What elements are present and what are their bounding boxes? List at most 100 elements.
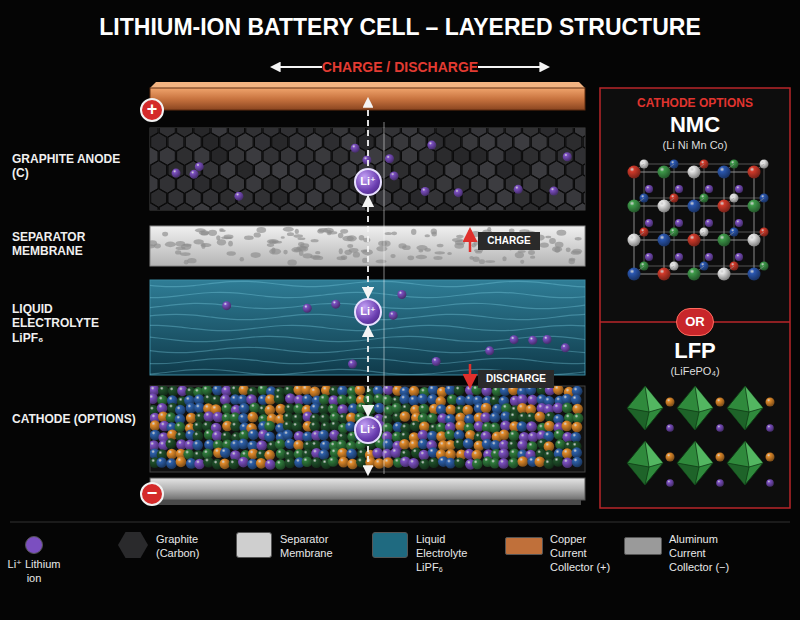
separator-pore [201,231,209,235]
separator-pore [545,236,551,239]
octahedron-facet [627,408,649,430]
lattice-atom [748,234,761,247]
guide-line [384,122,385,474]
cathode-particle [391,403,402,414]
graphite-hexagon [540,203,556,210]
octahedron-facet [745,441,763,467]
cathode-particle [239,403,250,414]
ion-label: Li⁺ [360,305,376,318]
separator-pore [361,249,368,252]
lithium-dot [528,336,537,345]
graphite-hexagon [263,203,279,210]
legend-text: Liquid Electrolyte LiPF₆ [416,533,494,574]
graphite-hexagon [211,203,227,210]
separator-pore [224,234,234,239]
lattice-bond [764,232,765,266]
lattice-bond [734,198,735,232]
separator-pore [382,240,391,246]
cathode-particle [408,458,419,469]
graphite-hexagon [453,203,469,210]
separator-pore [555,242,564,248]
separator-pore [162,232,168,237]
octahedron-facet [727,463,749,485]
lithium-dot [348,360,357,369]
separator-pore [208,230,217,236]
separator-pore [455,240,465,245]
separator-pore [199,230,210,235]
cathode-particle [212,386,223,395]
cathode-particle [275,459,286,470]
lattice-atom [666,479,674,487]
lattice-atom [628,166,641,179]
lattice-bond [734,232,735,266]
octahedron-edge [745,386,749,412]
separator-pore [432,231,437,236]
cathode-particle [285,458,296,469]
graphite-hexagon [419,203,435,210]
cathode-particle [204,411,215,422]
lattice-bond [644,198,645,232]
lithium-dot [421,187,430,196]
lithium-dot [427,141,436,150]
octahedron-edge [645,386,649,412]
cathode-particle [562,403,573,414]
separator-layer [150,226,585,266]
cathode-particle [508,458,519,469]
cathode-particle [309,421,320,432]
lithium-dot [563,152,572,161]
graphite-hexagon [505,203,521,210]
option-formula: (Li Ni Mn Co) [610,139,780,152]
anode-layer: Li⁺GRAPHITE ANODE (C) [150,128,585,210]
separator-pore [287,260,297,266]
cathode-particle [346,394,357,405]
lattice-atom [735,253,743,261]
cathode-particle [247,412,258,423]
lattice-atom [705,219,713,227]
cathode-particle [238,457,249,468]
separator-pore [180,252,191,256]
lattice-atom [766,398,775,407]
cathode-particle [555,439,566,450]
octahedron-edge [645,412,649,430]
lattice-atom [658,268,671,281]
graphite-hexagon [298,203,314,210]
electrolyte-layer: Li⁺LIQUID ELECTROLYTE LiPF₆ [150,280,585,375]
lithium-dot [561,343,570,352]
cathode-particle [274,393,285,404]
cathode-particle [264,450,275,461]
lattice-atom [666,424,674,432]
lattice-atom [645,185,653,193]
separator-pore [479,259,485,264]
ion-path [367,326,369,416]
cathode-particle [264,421,275,432]
cathode-particle [183,449,194,460]
cathode-particle [337,448,348,459]
lattice-atom [628,234,641,247]
panel-heading: CATHODE OPTIONS [600,96,790,110]
separator-pore [269,240,277,244]
lattice-atom [628,268,641,281]
cathode-particle [175,422,186,433]
cathode-particle [256,440,267,451]
diagram-title: LITHIUM-ION BATTERY CELL – LAYERED STRUC… [0,14,800,42]
graphite-hexagon [315,203,331,210]
cathode-particle [409,386,420,397]
cathode-particle [230,421,241,432]
lattice-atom [688,234,701,247]
cathode-particle [194,459,205,470]
octahedron-facet [627,463,649,485]
separator-pore [390,254,395,258]
cathode-particle [222,403,233,414]
legend-swatch [118,532,148,558]
separator-pore [424,248,430,252]
separator-pore [571,251,581,255]
or-text: OR [685,314,705,330]
octahedron-facet [745,386,763,412]
lithium-dot [385,154,394,163]
cathode-particle [238,413,249,424]
cathode-particle [211,395,222,406]
electrolyte-wave [150,347,585,353]
cathode-particle [572,457,583,468]
cathode-particle [463,438,474,449]
